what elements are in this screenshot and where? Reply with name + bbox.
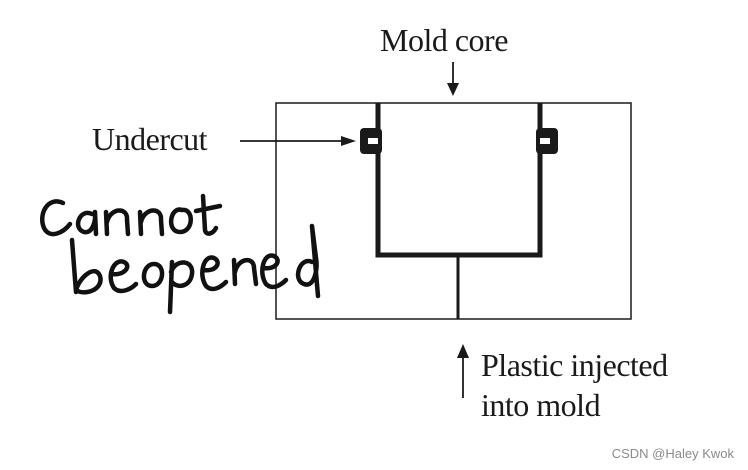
- undercut-arrow-head: [341, 136, 356, 146]
- undercut-label: Undercut: [92, 121, 208, 157]
- plastic-injected-line1: Plastic injected: [481, 347, 668, 383]
- plastic-arrow-head: [457, 344, 469, 358]
- mold-core-label: Mold core: [380, 22, 508, 58]
- watermark: CSDN @Haley Kwok: [611, 446, 734, 461]
- undercut-right-notch-highlight: [540, 138, 550, 144]
- handwritten-note: [40, 193, 321, 315]
- plastic-injected-line2: into mold: [481, 387, 601, 423]
- undercut-left-notch-highlight: [368, 138, 378, 144]
- mold-core-arrow-head: [447, 83, 459, 96]
- plastic-injected-label: Plastic injected into mold: [481, 345, 668, 425]
- mold-core-channel: [375, 103, 543, 258]
- mold-outline: [275, 102, 632, 320]
